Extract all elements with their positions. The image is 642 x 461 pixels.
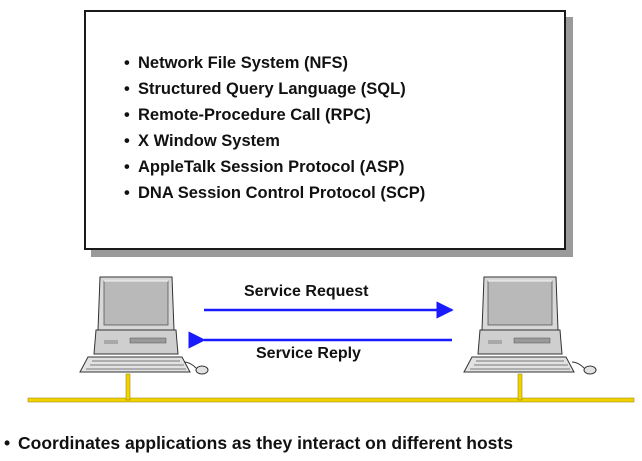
protocol-item: •Network File System (NFS) [124, 50, 425, 76]
bullet-icon: • [124, 80, 130, 98]
bullet-icon: • [4, 433, 11, 453]
protocol-item: •Remote-Procedure Call (RPC) [124, 102, 425, 128]
footer-caption: •Coordinates applications as they intera… [4, 433, 513, 453]
protocol-box: •Network File System (NFS) •Structured Q… [84, 10, 566, 250]
drop-line-right [517, 373, 523, 401]
bullet-icon: • [124, 158, 130, 176]
bullet-icon: • [124, 54, 130, 72]
drop-line-left [125, 373, 131, 401]
bullet-icon: • [124, 184, 130, 202]
left-computer-icon [79, 276, 209, 375]
right-computer-icon [463, 276, 597, 375]
protocol-item: •X Window System [124, 128, 425, 154]
protocol-item: •Structured Query Language (SQL) [124, 76, 425, 102]
protocol-item: •DNA Session Control Protocol (SCP) [124, 180, 425, 206]
bullet-icon: • [124, 132, 130, 150]
service-request-label: Service Request [244, 283, 369, 300]
bullet-icon: • [124, 106, 130, 124]
protocol-list: •Network File System (NFS) •Structured Q… [124, 50, 425, 206]
service-reply-label: Service Reply [256, 345, 361, 362]
network-bus [27, 397, 635, 403]
protocol-item: •AppleTalk Session Protocol (ASP) [124, 154, 425, 180]
